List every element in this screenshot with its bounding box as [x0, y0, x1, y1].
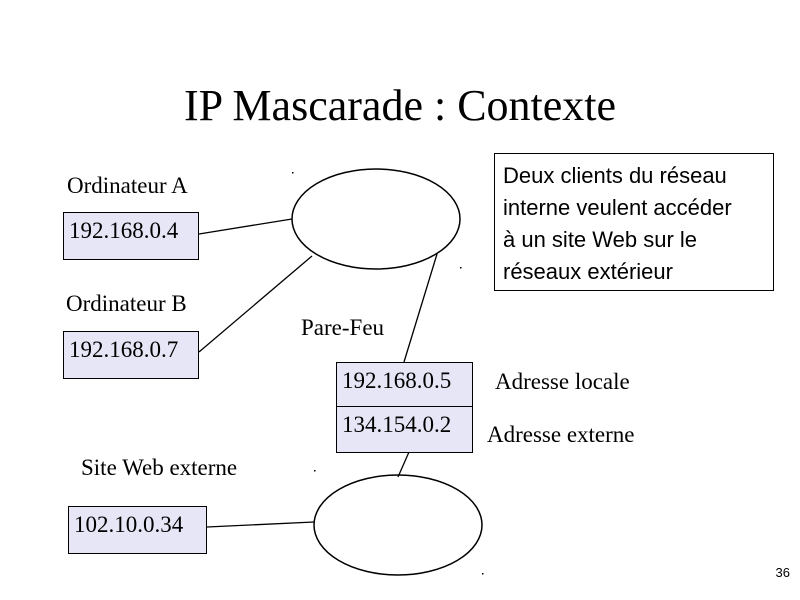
computer-a-label: Ordinateur A — [67, 173, 188, 198]
mark-dot — [482, 573, 484, 575]
computer-b-ip-box: 192.168.0.7 — [63, 331, 199, 379]
external-address-label: Adresse externe — [487, 422, 635, 447]
firewall-local-ip-box: 192.168.0.5 — [336, 362, 473, 408]
context-note-box: Deux clients du réseau interne veulent a… — [494, 153, 774, 291]
link-a-to-network — [198, 218, 293, 235]
website-ip-box: 102.10.0.34 — [68, 506, 207, 554]
link-firewall-to-external — [397, 451, 410, 478]
link-website-to-external — [206, 521, 315, 528]
internal-network-ellipse — [291, 168, 461, 270]
local-address-label: Adresse locale — [495, 369, 630, 394]
note-line: Deux clients du réseau — [503, 163, 727, 188]
computer-b-label: Ordinateur B — [66, 291, 187, 316]
mark-dot — [314, 470, 316, 472]
mark-dot — [292, 172, 294, 174]
firewall-external-ip-box: 134.154.0.2 — [336, 406, 473, 453]
link-network-to-firewall — [403, 253, 438, 363]
note-line: réseaux extérieur — [503, 259, 673, 284]
link-b-to-network — [198, 255, 313, 353]
website-label: Site Web externe — [81, 455, 238, 480]
firewall-label: Pare-Feu — [301, 315, 385, 340]
page-number: 36 — [775, 565, 790, 580]
computer-a-ip-box: 192.168.0.4 — [63, 212, 199, 260]
page-title: IP Mascarade : Contexte — [183, 81, 617, 130]
note-line: à un site Web sur le — [503, 227, 698, 252]
note-line: interne veulent accéder — [503, 195, 732, 220]
mark-dot — [460, 267, 462, 269]
external-network-ellipse — [313, 474, 483, 576]
